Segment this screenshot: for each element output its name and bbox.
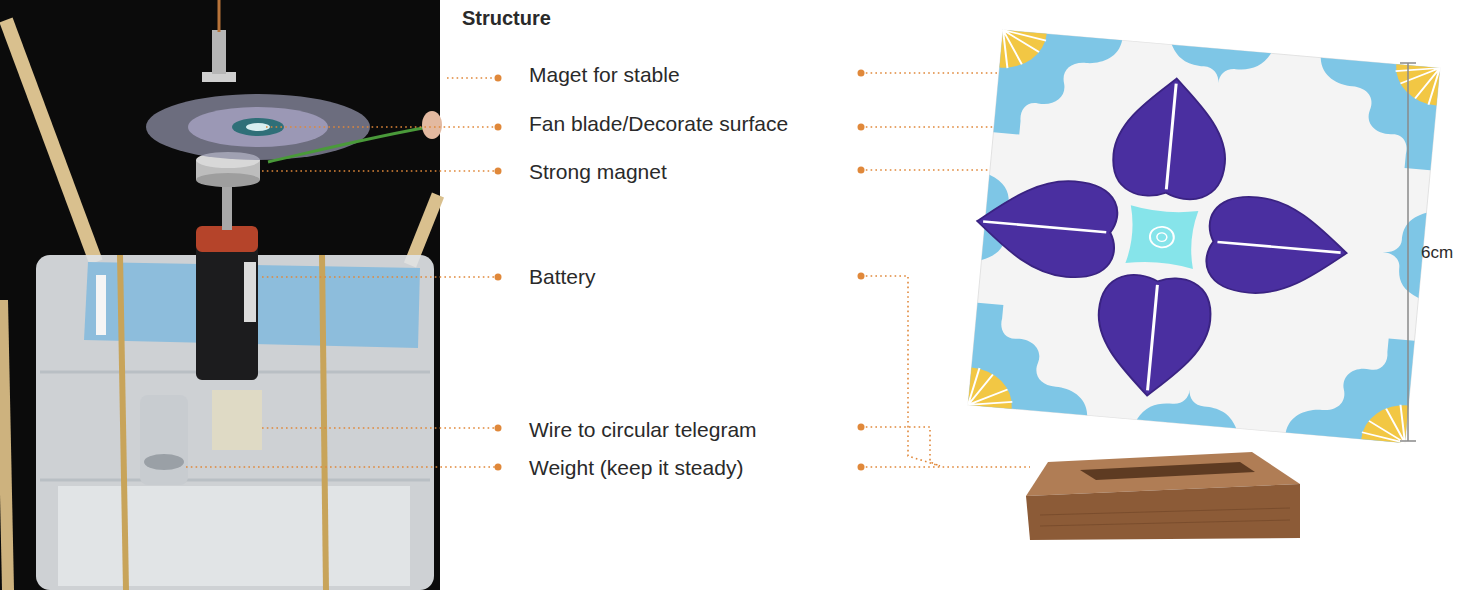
petals-part bbox=[1091, 272, 1213, 400]
leader-dots-part bbox=[858, 424, 865, 431]
leader-dots-part bbox=[858, 464, 865, 471]
wooden-stand-part bbox=[1040, 508, 1290, 515]
leader-lines-part bbox=[861, 169, 990, 171]
decorative-tile-part bbox=[1311, 58, 1440, 171]
dimension-bracket-part bbox=[1407, 63, 1409, 441]
motor-photo-part bbox=[144, 454, 184, 470]
motor-photo-part bbox=[322, 255, 326, 590]
leader-lines-part bbox=[266, 126, 498, 128]
motor-photo-part bbox=[2, 300, 8, 590]
petals-part-part bbox=[1148, 285, 1158, 391]
leader-dots-part bbox=[495, 425, 502, 432]
leader-lines-part bbox=[861, 126, 996, 128]
motor-photo-part bbox=[212, 30, 226, 74]
leader-dots bbox=[495, 70, 865, 471]
tile-corner-part bbox=[1000, 30, 1047, 71]
petals-part bbox=[973, 173, 1120, 280]
leader-lines-part bbox=[447, 77, 498, 79]
leader-lines-part bbox=[861, 276, 940, 466]
petals-part bbox=[1149, 226, 1175, 249]
decorative-tile-part bbox=[1379, 209, 1427, 298]
leader-dots-part bbox=[495, 168, 502, 175]
motor-photo-part bbox=[218, 0, 221, 32]
leader-lines-part bbox=[861, 72, 1003, 74]
decorative-tile-part bbox=[968, 30, 1440, 443]
part-label: Maget for stable bbox=[529, 62, 849, 87]
motor-photo-part bbox=[188, 107, 328, 147]
decorative-tile bbox=[960, 29, 1440, 443]
part-label: Weight (keep it steady) bbox=[529, 455, 849, 480]
leader-dots-part bbox=[858, 70, 865, 77]
petals-part bbox=[1125, 205, 1198, 269]
petals bbox=[962, 63, 1361, 412]
dimension-bracket bbox=[1400, 63, 1416, 441]
motor-photo-part bbox=[196, 230, 258, 380]
wooden-stand-part bbox=[1026, 484, 1300, 540]
petals-part bbox=[1204, 193, 1351, 300]
leader-lines-part bbox=[262, 170, 498, 172]
leader-dots-part bbox=[858, 124, 865, 131]
leader-dots-part bbox=[495, 464, 502, 471]
decorative-tile-part bbox=[1286, 330, 1415, 443]
leader-dots-part bbox=[858, 273, 865, 280]
motor-photo-part bbox=[140, 395, 188, 485]
part-label: Wire to circular telegram bbox=[529, 417, 849, 442]
wooden-stand-part bbox=[1080, 462, 1255, 480]
leader-lines-part bbox=[861, 466, 1030, 468]
motor-photo bbox=[0, 0, 442, 590]
motor-photo-part bbox=[96, 275, 106, 335]
motor-photo-part bbox=[196, 173, 260, 187]
section-title: Structure bbox=[462, 6, 551, 30]
part-label: Fan blade/Decorate surface bbox=[529, 111, 849, 136]
petals-part-part bbox=[1091, 272, 1213, 400]
motor-photo-part bbox=[120, 255, 126, 590]
leader-dots-part bbox=[495, 124, 502, 131]
tile-corner-part bbox=[993, 30, 1122, 143]
leader-lines-part bbox=[861, 427, 940, 466]
leader-lines-part bbox=[186, 466, 498, 468]
motor-photo-part bbox=[0, 0, 440, 590]
motor-photo-part bbox=[58, 486, 410, 586]
petals-part bbox=[1110, 74, 1232, 202]
motor-photo-part bbox=[6, 20, 96, 262]
leader-dots-part bbox=[495, 75, 502, 82]
wooden-stand-part bbox=[1040, 520, 1290, 526]
motor-photo-part bbox=[244, 262, 256, 322]
decorative-tile-part bbox=[1169, 45, 1271, 88]
leader-lines bbox=[186, 73, 1030, 467]
leader-dots-part bbox=[858, 167, 865, 174]
tile-corner-part bbox=[1000, 30, 1047, 71]
motor-photo-part bbox=[146, 94, 370, 160]
wooden-stand bbox=[1026, 452, 1300, 540]
part-label: Strong magnet bbox=[529, 159, 849, 184]
motor-photo-part bbox=[422, 111, 442, 139]
motor-photo-part bbox=[268, 125, 440, 162]
dimension-bracket-part bbox=[1400, 62, 1416, 64]
motor-photo-part bbox=[410, 195, 438, 265]
decorative-tile-part bbox=[968, 303, 1097, 416]
tile-corner bbox=[993, 30, 1122, 143]
dimension-bracket-part bbox=[1400, 440, 1416, 442]
leader-lines-part bbox=[262, 276, 498, 278]
leader-lines-part bbox=[262, 427, 498, 429]
part-label: Battery bbox=[529, 264, 849, 289]
motor-photo-part bbox=[222, 182, 232, 230]
petals-part bbox=[1157, 232, 1168, 241]
leader-dots-part bbox=[495, 274, 502, 281]
motor-photo-part bbox=[40, 479, 430, 482]
motor-photo-part bbox=[212, 390, 262, 450]
dimension-label: 6cm bbox=[1421, 243, 1463, 263]
